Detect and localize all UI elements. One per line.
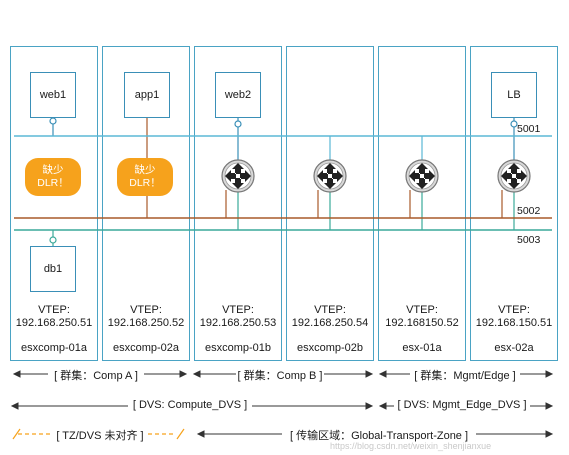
- vtep-ip: 192.168.250.51: [15, 317, 93, 329]
- dvs-compute-label: [ DVS: Compute_DVS ]: [132, 399, 248, 411]
- host-box-esx-01a: [378, 46, 466, 361]
- watermark: https://blog.csdn.net/weixin_shenjianxue: [330, 441, 492, 451]
- segment-5002-label: 5002: [517, 205, 541, 217]
- host-box-esx-02a: [470, 46, 558, 361]
- vtep-label: VTEP:: [406, 304, 438, 316]
- warning-line-2: DLR！: [37, 177, 69, 189]
- vtep-label: VTEP:: [498, 304, 530, 316]
- vm-web2[interactable]: web2: [215, 72, 261, 118]
- host-name: esxcomp-02a: [112, 342, 180, 354]
- vm-lb[interactable]: LB: [491, 72, 537, 118]
- vtep-ip: 192.168.150.51: [475, 317, 553, 329]
- router-icon-esx-01a: [405, 159, 439, 193]
- tz-mismatch-label: [ TZ/DVS 未对齐 ]: [56, 430, 144, 442]
- vtep-ip: 192.168150.52: [385, 317, 459, 329]
- vm-app1[interactable]: app1: [124, 72, 170, 118]
- router-icon-esx-02a: [497, 159, 531, 193]
- vtep-ip: 192.168.250.54: [291, 317, 369, 329]
- dvs-mgmt-edge-label: [ DVS: Mgmt_Edge_DVS ]: [397, 399, 527, 411]
- cluster-mgmt-edge-label: [ 群集：Mgmt/Edge ]: [414, 370, 516, 382]
- missing-dlr-warning: 缺少 DLR！: [25, 158, 81, 196]
- host-name: esxcomp-02b: [296, 342, 364, 354]
- vtep-ip: 192.168.250.53: [199, 317, 277, 329]
- router-icon-esxcomp-02b: [313, 159, 347, 193]
- cluster-comp-b-label: [ 群集：Comp B ]: [237, 370, 323, 382]
- vtep-label: VTEP:: [314, 304, 346, 316]
- host-box-esxcomp-02b: [286, 46, 374, 361]
- vm-lb-label: LB: [507, 89, 521, 101]
- vtep-label: VTEP:: [38, 304, 70, 316]
- vm-web2-label: web2: [224, 89, 252, 101]
- vtep-label: VTEP:: [222, 304, 254, 316]
- cluster-comp-a-label: [ 群集：Comp A ]: [54, 370, 138, 382]
- host-name: esx-01a: [402, 342, 442, 354]
- host-name: esxcomp-01b: [204, 342, 272, 354]
- transport-zone-label: [ 传输区域：Global-Transport-Zone ]: [289, 430, 469, 442]
- vm-web1[interactable]: web1: [30, 72, 76, 118]
- warning-line-1: 缺少: [134, 164, 156, 176]
- vm-db1-label: db1: [43, 263, 63, 275]
- warning-line-1: 缺少: [42, 164, 64, 176]
- segment-5001-label: 5001: [517, 123, 541, 135]
- host-name: esx-02a: [494, 342, 534, 354]
- host-box-esxcomp-02a: [102, 46, 190, 361]
- vtep-ip: 192.168.250.52: [107, 317, 185, 329]
- segment-5003-label: 5003: [517, 234, 541, 246]
- host-name: esxcomp-01a: [20, 342, 88, 354]
- warning-line-2: DLR！: [129, 177, 161, 189]
- router-icon-esxcomp-01b: [221, 159, 255, 193]
- missing-dlr-warning: 缺少 DLR！: [117, 158, 173, 196]
- host-box-esxcomp-01a: [10, 46, 98, 361]
- vm-app1-label: app1: [134, 89, 160, 101]
- vtep-label: VTEP:: [130, 304, 162, 316]
- host-box-esxcomp-01b: [194, 46, 282, 361]
- vm-web1-label: web1: [39, 89, 67, 101]
- vm-db1[interactable]: db1: [30, 246, 76, 292]
